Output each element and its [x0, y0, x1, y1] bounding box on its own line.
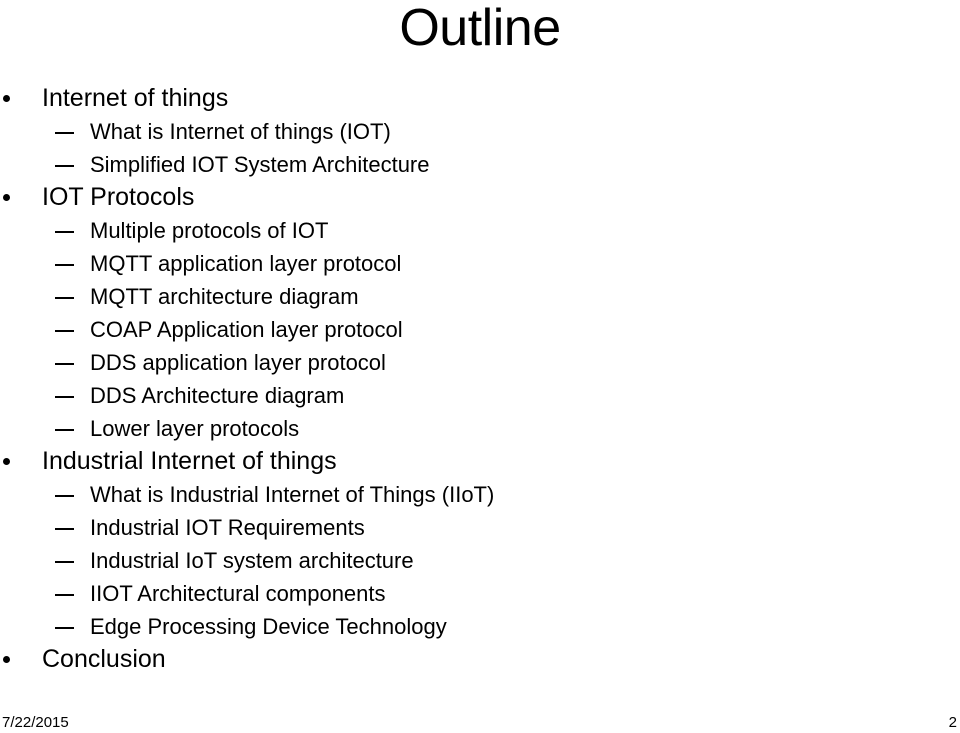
- bullet-dash-icon: [55, 495, 74, 497]
- bullet-dash-icon: [55, 231, 74, 233]
- outline-subitem-text: Industrial IoT system architecture: [90, 548, 414, 573]
- outline-subitem-text: Multiple protocols of IOT: [90, 218, 329, 243]
- outline-item: Industrial Internet of things: [0, 445, 960, 478]
- outline-item: Internet of things: [0, 82, 960, 115]
- bullet-dash-icon: [55, 429, 74, 431]
- outline-subitem-text: IIOT Architectural components: [90, 581, 386, 606]
- bullet-dot-icon: [3, 656, 10, 663]
- bullet-dash-icon: [55, 396, 74, 398]
- bullet-dash-icon: [55, 594, 74, 596]
- outline-subitem: DDS Architecture diagram: [0, 379, 960, 412]
- outline-subitem-text: What is Internet of things (IOT): [90, 119, 391, 144]
- outline-subitem-text: DDS application layer protocol: [90, 350, 386, 375]
- outline-subitem: DDS application layer protocol: [0, 346, 960, 379]
- outline-subitem: MQTT architecture diagram: [0, 280, 960, 313]
- outline-subitem: Simplified IOT System Architecture: [0, 148, 960, 181]
- outline-list: Internet of things What is Internet of t…: [0, 82, 960, 676]
- outline-subitem-text: Industrial IOT Requirements: [90, 515, 365, 540]
- bullet-dot-icon: [3, 458, 10, 465]
- outline-subitem-text: Simplified IOT System Architecture: [90, 152, 430, 177]
- outline-item-text: IOT Protocols: [42, 183, 195, 211]
- outline-subitem: IIOT Architectural components: [0, 577, 960, 610]
- outline-item-text: Conclusion: [42, 645, 166, 673]
- bullet-dash-icon: [55, 528, 74, 530]
- page-number: 2: [948, 714, 957, 731]
- outline-subitem: What is Industrial Internet of Things (I…: [0, 478, 960, 511]
- outline-subitem: Multiple protocols of IOT: [0, 214, 960, 247]
- bullet-dash-icon: [55, 132, 74, 134]
- outline-subitem: Edge Processing Device Technology: [0, 610, 960, 643]
- bullet-dash-icon: [55, 264, 74, 266]
- bullet-dash-icon: [55, 627, 74, 629]
- bullet-dash-icon: [55, 165, 74, 167]
- outline-subitem-text: Lower layer protocols: [90, 416, 300, 441]
- outline-subitem-text: Edge Processing Device Technology: [90, 614, 447, 639]
- outline-subitem: Lower layer protocols: [0, 412, 960, 445]
- bullet-dot-icon: [3, 95, 10, 102]
- outline-subitem-text: MQTT architecture diagram: [90, 284, 359, 309]
- outline-subitem-text: MQTT application layer protocol: [90, 251, 402, 276]
- bullet-dash-icon: [55, 330, 74, 332]
- outline-subitem: Industrial IoT system architecture: [0, 544, 960, 577]
- outline-subitem-text: COAP Application layer protocol: [90, 317, 403, 342]
- outline-item: IOT Protocols: [0, 181, 960, 214]
- outline-item: Conclusion: [0, 643, 960, 676]
- outline-subitem: What is Internet of things (IOT): [0, 115, 960, 148]
- outline-subitem-text: DDS Architecture diagram: [90, 383, 345, 408]
- bullet-dot-icon: [3, 194, 10, 201]
- outline-item-text: Industrial Internet of things: [42, 447, 337, 475]
- outline-subitem: COAP Application layer protocol: [0, 313, 960, 346]
- outline-item-text: Internet of things: [42, 84, 229, 112]
- bullet-dash-icon: [55, 297, 74, 299]
- footer-date: 7/22/2015: [2, 714, 69, 731]
- bullet-dash-icon: [55, 363, 74, 365]
- outline-subitem-text: What is Industrial Internet of Things (I…: [90, 482, 495, 507]
- outline-subitem: MQTT application layer protocol: [0, 247, 960, 280]
- bullet-dash-icon: [55, 561, 74, 563]
- slide-title: Outline: [399, 0, 561, 57]
- outline-subitem: Industrial IOT Requirements: [0, 511, 960, 544]
